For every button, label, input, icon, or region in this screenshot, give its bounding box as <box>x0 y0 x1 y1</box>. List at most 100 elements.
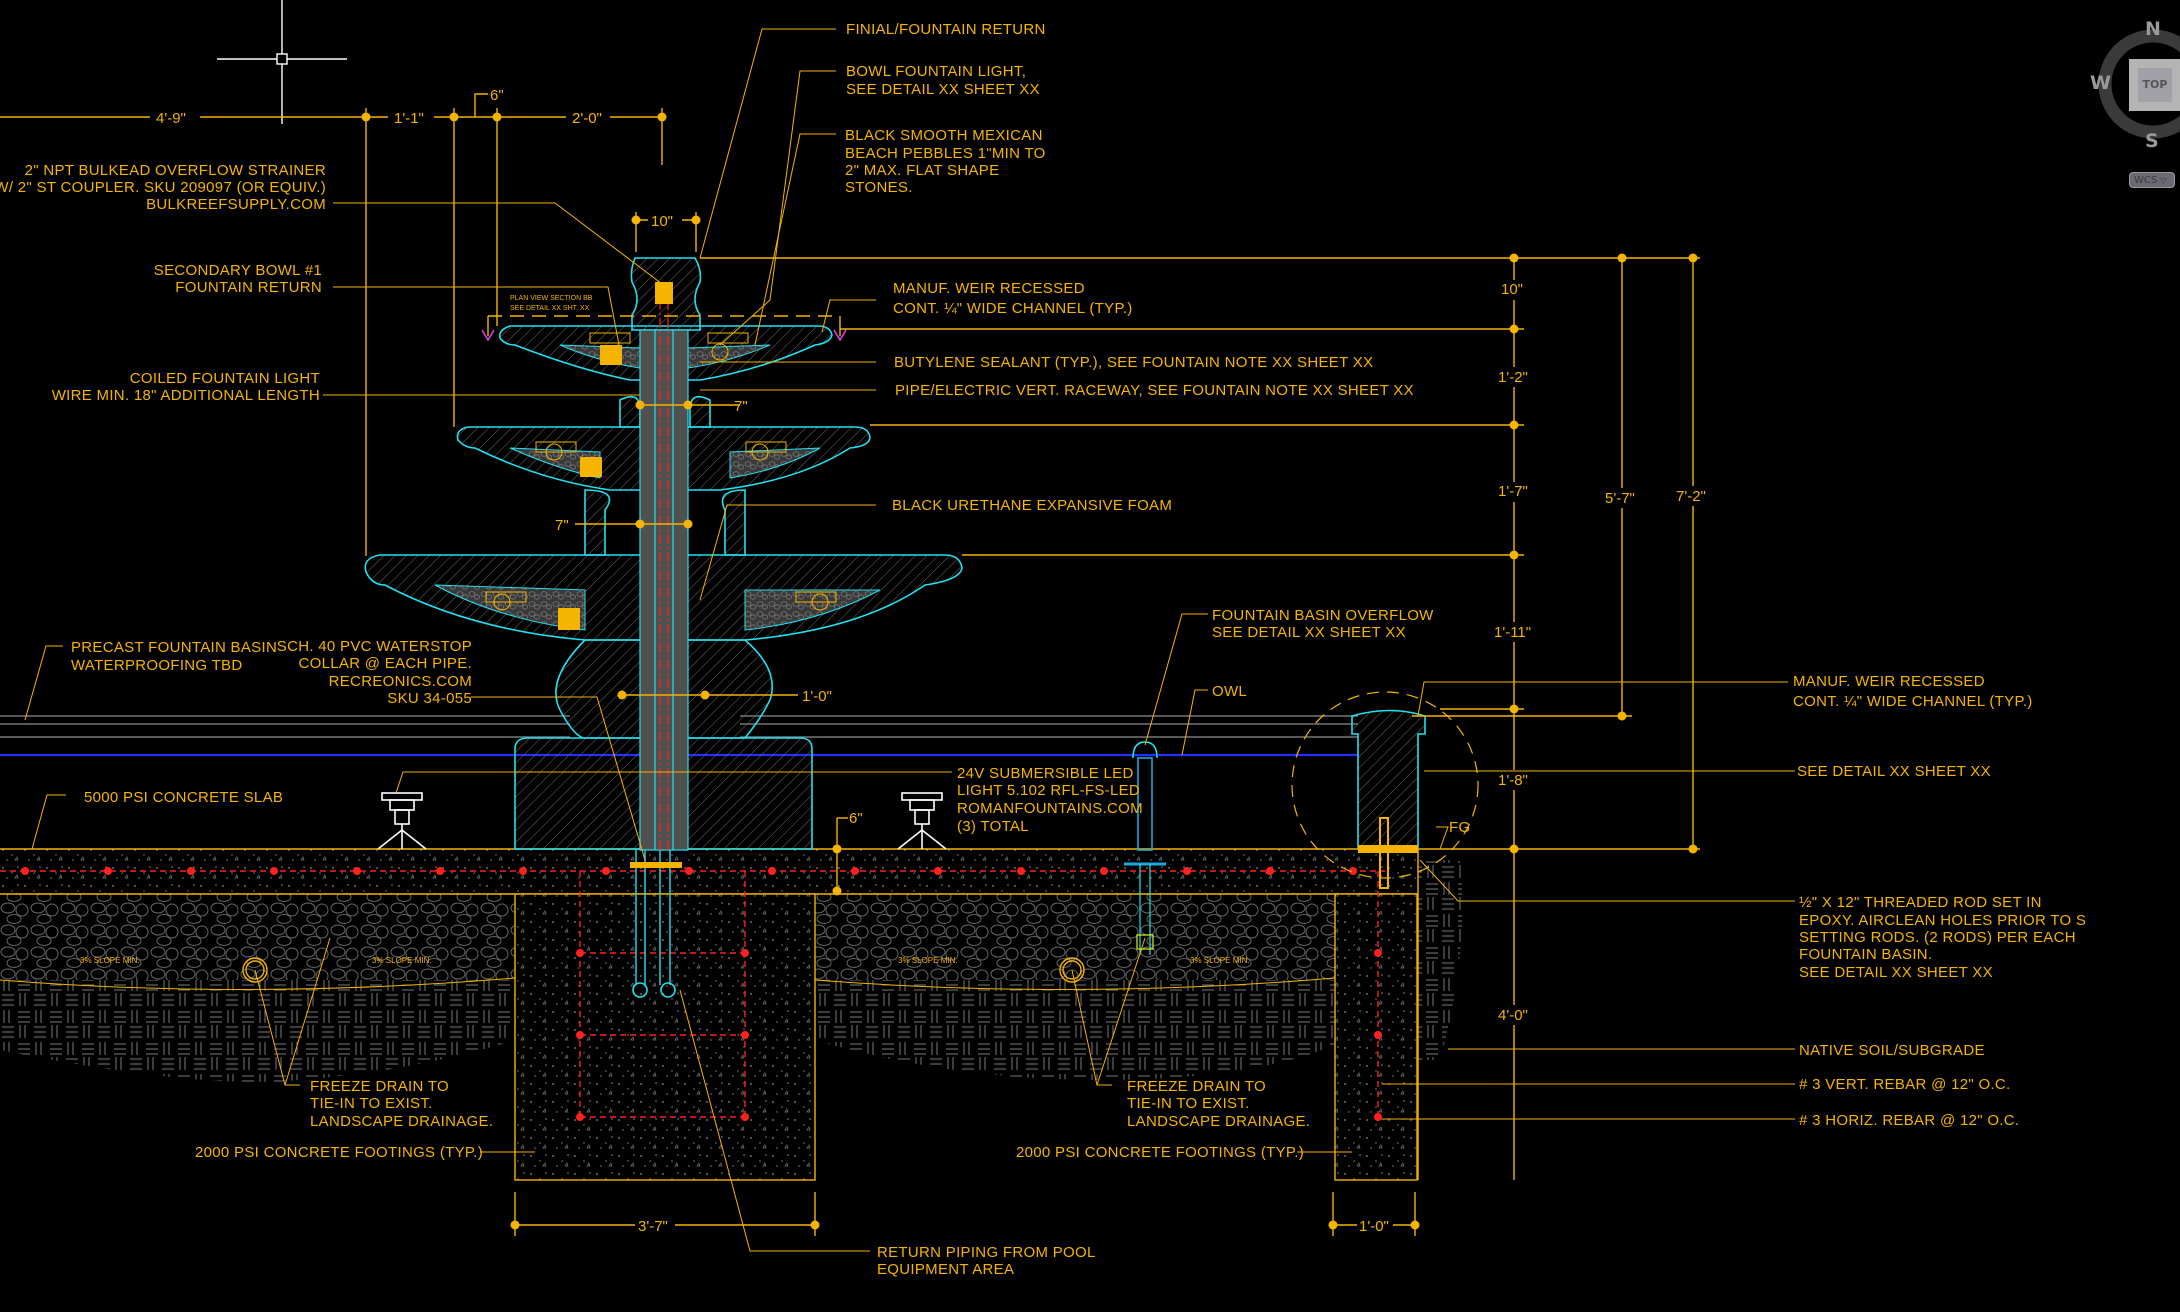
freeze-drain-left <box>242 957 268 983</box>
callout-waterstop: SCH. 40 PVC WATERSTOP COLLAR @ EACH PIPE… <box>277 638 472 707</box>
wcs-label: WCS <box>2134 175 2158 186</box>
callout-line: ½" X 12" THREADED ROD SET IN <box>1799 894 2042 911</box>
callout-led: 24V SUBMERSIBLE LED LIGHT 5.102 RFL-FS-L… <box>957 765 1143 835</box>
dim-1-11: 1'-11" <box>1494 624 1531 641</box>
callout-line: MANUF. WEIR RECESSED <box>893 280 1085 297</box>
dim-7in-middle: 7" <box>555 517 569 534</box>
dim-1-1: 1'-1" <box>394 110 424 127</box>
callout-secondary-bowl: SECONDARY BOWL #1 FOUNTAIN RETURN <box>154 262 322 296</box>
section-marker-line2: SEE DETAIL XX SHT. XX <box>510 305 590 312</box>
rebar <box>0 867 1385 1121</box>
finial-width-dimension: 10" <box>631 210 701 252</box>
callout-line: 2000 PSI CONCRETE FOOTINGS (TYP.) <box>195 1144 483 1161</box>
rebar-dot <box>1183 867 1191 875</box>
callout-return-piping: RETURN PIPING FROM POOL EQUIPMENT AREA <box>877 1244 1096 1278</box>
rebar-dot <box>270 867 278 875</box>
viewcube-north[interactable]: N <box>2145 18 2161 40</box>
callout-line: PIPE/ELECTRIC VERT. RACEWAY, SEE FOUNTAI… <box>895 382 1414 399</box>
rebar-dot <box>741 949 749 957</box>
callout-line: W/ 2" ST COUPLER. SKU 209097 (OR EQUIV.) <box>0 179 326 196</box>
callout-line: LANDSCAPE DRAINAGE. <box>1127 1113 1310 1130</box>
callout-line: MANUF. WEIR RECESSED <box>1793 673 1985 690</box>
callout-waterproofing: PRECAST FOUNTAIN BASIN WATERPROOFING TBD <box>71 639 277 674</box>
callout-line: EQUIPMENT AREA <box>877 1261 1014 1278</box>
rebar-dot <box>1017 867 1025 875</box>
slope-label: 3% SLOPE MIN. <box>80 956 140 965</box>
rebar-dot <box>576 1031 584 1039</box>
callout-butylene: BUTYLENE SEALANT (TYP.), SEE FOUNTAIN NO… <box>894 354 1373 371</box>
callout-line: BEACH PEBBLES 1"MIN TO <box>845 145 1046 162</box>
callout-line: STONES. <box>845 179 913 196</box>
callout-footing-left: 2000 PSI CONCRETE FOOTINGS (TYP.) <box>195 1144 483 1161</box>
dim-2-0: 2'-0" <box>572 110 602 127</box>
callout-slab: 5000 PSI CONCRETE SLAB <box>84 789 283 806</box>
callout-line: BLACK URETHANE EXPANSIVE FOAM <box>892 497 1172 514</box>
rebar-dot <box>1374 949 1382 957</box>
pool-edge-wall <box>1291 691 1479 889</box>
viewcube-west[interactable]: W <box>2090 72 2111 94</box>
callout-vert-rebar: # 3 VERT. REBAR @ 12" O.C. <box>1799 1076 2010 1093</box>
callout-line: NATIVE SOIL/SUBGRADE <box>1799 1042 1985 1059</box>
rebar-dot <box>187 867 195 875</box>
slope-labels: 3% SLOPE MIN. 3% SLOPE MIN. 3% SLOPE MIN… <box>80 956 1250 965</box>
callout-native-soil: NATIVE SOIL/SUBGRADE <box>1799 1042 1985 1059</box>
led-light-right <box>897 792 947 850</box>
callout-line: RECREONICS.COM <box>329 673 472 690</box>
rebar-dot <box>768 867 776 875</box>
viewcube-south[interactable]: S <box>2145 130 2159 152</box>
rebar-dot <box>576 1113 584 1121</box>
callout-line: SEE DETAIL XX SHEET XX <box>846 81 1040 98</box>
subgrade-soil <box>0 860 1463 1082</box>
rebar-dot <box>1100 867 1108 875</box>
rebar-dot <box>934 867 942 875</box>
callout-weir-right: MANUF. WEIR RECESSED CONT. ¼" WIDE CHANN… <box>1793 673 2032 710</box>
dim-10in-finial: 10" <box>651 213 673 230</box>
rebar-dot <box>851 867 859 875</box>
viewcube-top-face[interactable]: TOP <box>2129 59 2180 111</box>
viewcube[interactable]: N S W TOP <box>2090 18 2180 172</box>
callout-line: SEE DETAIL XX SHEET XX <box>1797 763 1991 780</box>
callout-owl: OWL <box>1212 683 1247 700</box>
callout-strainer: 2" NPT BULKEAD OVERFLOW STRAINER W/ 2" S… <box>0 162 326 213</box>
wcs-dropdown[interactable]: WCS ▽ <box>2129 172 2175 188</box>
slab-dimension: 6" <box>832 810 863 896</box>
right-dimension-chain: 10" 1'-2" 1'-7" 1'-11" 1'-8" 4'-0" <box>700 253 1700 1180</box>
callout-line: 24V SUBMERSIBLE LED <box>957 765 1134 782</box>
callout-line: RETURN PIPING FROM POOL <box>877 1244 1096 1261</box>
dim-3-7: 3'-7" <box>638 1218 668 1235</box>
dim-6in-slab: 6" <box>849 810 863 827</box>
callout-line: (3) TOTAL <box>957 818 1029 835</box>
rebar-dot <box>21 867 29 875</box>
overall-height-dimensions: 5'-7" 7'-2" <box>1412 253 1714 854</box>
section-marker-bb: PLAN VIEW SECTION BB SEE DETAIL XX SHT. … <box>481 295 847 342</box>
callout-pebbles: BLACK SMOOTH MEXICAN BEACH PEBBLES 1"MIN… <box>845 127 1046 196</box>
callout-line: EPOXY. AIRCLEAN HOLES PRIOR TO S <box>1799 912 2086 929</box>
top-dimension-string: 4'-9" 1'-1" 6" 2'-0" <box>0 87 667 556</box>
rebar-dot <box>741 1031 749 1039</box>
callout-line: 2000 PSI CONCRETE FOOTINGS (TYP.) <box>1016 1144 1304 1161</box>
fountain-section <box>364 257 963 998</box>
rebar-dot <box>1374 1113 1382 1121</box>
callout-line: LANDSCAPE DRAINAGE. <box>310 1113 493 1130</box>
callout-line: WIRE MIN. 18" ADDITIONAL LENGTH <box>52 387 320 404</box>
callout-coiled-wire: COILED FOUNTAIN LIGHT WIRE MIN. 18" ADDI… <box>52 370 320 404</box>
callout-urethane: BLACK URETHANE EXPANSIVE FOAM <box>892 497 1172 514</box>
dim-4-0: 4'-0" <box>1498 1007 1528 1024</box>
rebar-dot <box>436 867 444 875</box>
freeze-drain-right <box>1059 957 1085 983</box>
callout-line: LIGHT 5.102 RFL-FS-LED <box>957 782 1140 799</box>
callout-line: WATERPROOFING TBD <box>71 657 243 674</box>
viewcube-top-label: TOP <box>2138 68 2172 102</box>
callout-line: # 3 HORIZ. REBAR @ 12" O.C. <box>1799 1112 2019 1129</box>
dim-1-7: 1'-7" <box>1498 483 1528 500</box>
callout-line: SECONDARY BOWL #1 <box>154 262 322 279</box>
callout-line: BLACK SMOOTH MEXICAN <box>845 127 1043 144</box>
section-marker-line1: PLAN VIEW SECTION BB <box>510 295 593 302</box>
rebar-dot <box>1266 867 1274 875</box>
callout-horiz-rebar: # 3 HORIZ. REBAR @ 12" O.C. <box>1799 1112 2019 1129</box>
callout-line: SEE DETAIL XX SHEET XX <box>1799 964 1993 981</box>
callout-line: BULKREEFSUPPLY.COM <box>146 196 326 213</box>
callout-line: CONT. ¼" WIDE CHANNEL (TYP.) <box>893 300 1133 317</box>
callout-line: FINIAL/FOUNTAIN RETURN <box>846 21 1046 38</box>
